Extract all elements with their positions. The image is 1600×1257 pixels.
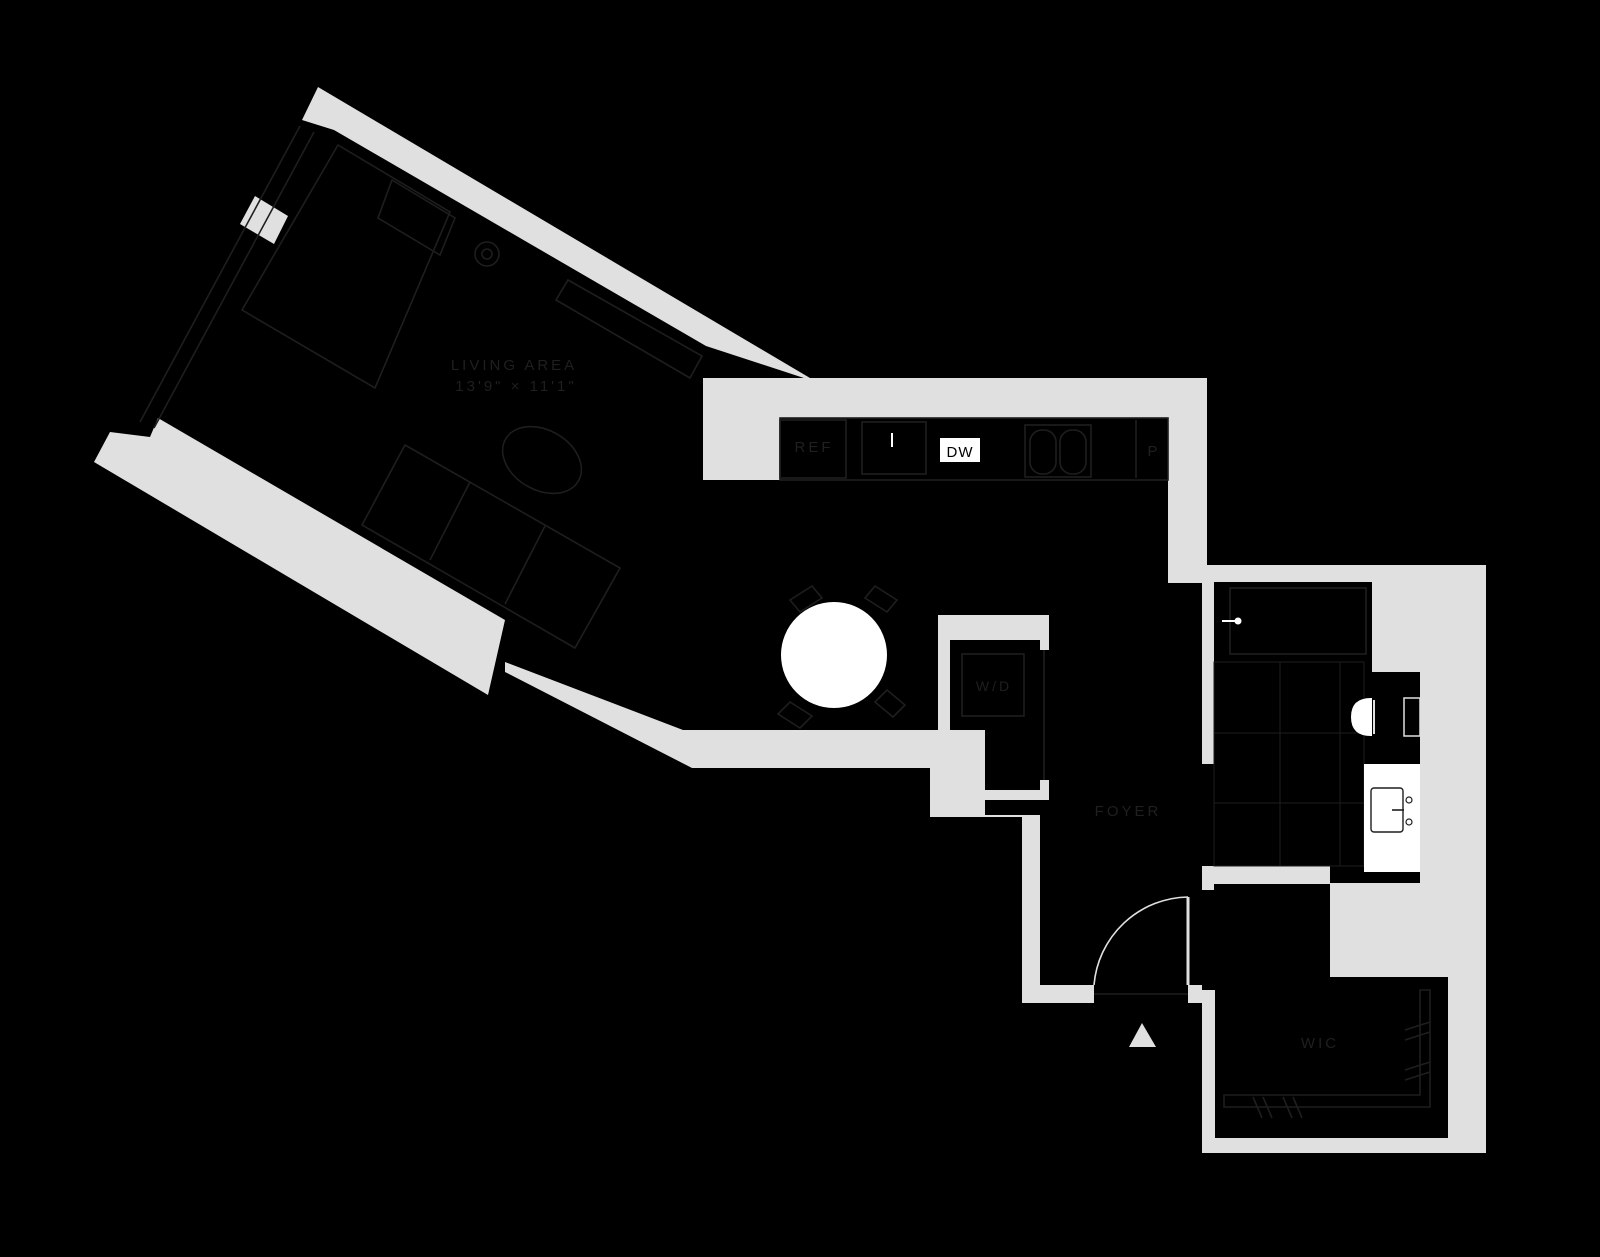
coffee-table <box>501 425 583 495</box>
wic-shelving <box>1223 989 1431 1108</box>
dining-table <box>781 602 887 708</box>
wall-wd-closet <box>938 615 1049 800</box>
wall-foyer-west <box>930 768 1094 1003</box>
dishwasher-label-box <box>940 438 980 462</box>
lamp-icon <box>474 241 500 267</box>
sink <box>861 421 927 475</box>
dresser <box>554 278 704 380</box>
wall-living-upper <box>302 87 810 380</box>
dishwasher-label: DW <box>947 444 974 461</box>
walls <box>94 87 1486 1153</box>
nightstand <box>377 178 456 257</box>
wic-label: WIC <box>1301 1035 1339 1052</box>
wall-entry-right <box>1188 985 1202 1003</box>
wall-window-stub <box>240 196 288 244</box>
toilet-bowl <box>1351 698 1372 736</box>
wall-foyer-bath-upper <box>1202 582 1214 764</box>
pantry-label: P <box>1147 443 1160 460</box>
vanity <box>1364 764 1420 872</box>
living-area-dimensions: 13'9" × 11'1" <box>455 378 576 395</box>
furniture <box>139 125 1431 1119</box>
sofa <box>360 443 622 650</box>
dining-chairs <box>776 584 907 730</box>
wall-kitchen-top <box>703 378 1207 583</box>
refrigerator <box>779 419 847 479</box>
wall-bath-outer <box>1202 565 1486 1153</box>
wall-living-lower <box>94 418 505 695</box>
entry-door-swing <box>1093 896 1189 986</box>
stove <box>1024 424 1092 478</box>
washer-dryer-box <box>961 653 1025 717</box>
wall-living-lower-b <box>505 662 940 768</box>
entry-arrow-icon <box>1129 1023 1156 1047</box>
wall-foyer-bath-lower <box>1202 866 1214 890</box>
wall-bath-wic <box>1202 866 1330 884</box>
bed <box>240 143 452 390</box>
living-area-label: LIVING AREA <box>451 357 577 374</box>
white-fixtures <box>781 433 1421 872</box>
refrigerator-label: REF <box>795 439 834 456</box>
foyer-label: FOYER <box>1095 803 1162 820</box>
washer-dryer-label: W/D <box>976 678 1012 694</box>
